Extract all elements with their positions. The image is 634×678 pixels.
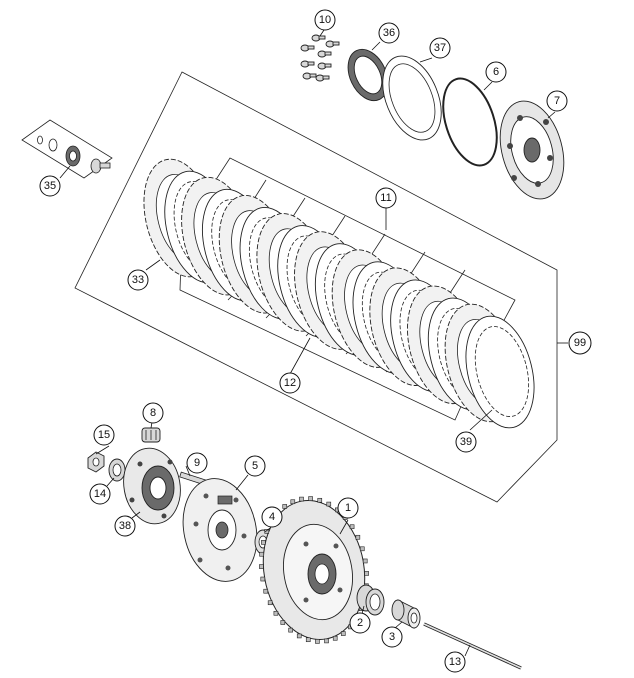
gear-tooth — [267, 600, 273, 606]
gear-tooth — [259, 564, 264, 569]
callout-5: 5 — [244, 455, 266, 477]
svg-text:39: 39 — [460, 436, 472, 448]
callout-8: 8 — [142, 402, 164, 424]
svg-text:5: 5 — [252, 460, 258, 472]
svg-text:1: 1 — [345, 502, 351, 514]
kit-outline-99 — [74, 71, 558, 503]
inner-clutch-hub-38 — [123, 447, 181, 525]
outer-clutch-basket-1 — [259, 496, 369, 644]
gear-tooth — [288, 627, 293, 633]
gear-tooth — [263, 588, 269, 594]
svg-text:33: 33 — [132, 274, 144, 286]
svg-text:7: 7 — [554, 95, 560, 107]
callout-11: 11 — [375, 187, 397, 209]
svg-text:37: 37 — [434, 42, 446, 54]
callout-7: 7 — [546, 90, 568, 112]
callout-14: 14 — [89, 483, 111, 505]
gear-tooth — [355, 534, 361, 540]
callout-4: 4 — [261, 506, 283, 528]
nut-15 — [87, 451, 105, 473]
callout-13: 13 — [444, 651, 466, 673]
gear-tooth — [340, 631, 346, 636]
svg-text:38: 38 — [119, 520, 131, 532]
gear-tooth — [315, 639, 320, 644]
svg-text:99: 99 — [574, 337, 586, 349]
callout-99: 99 — [568, 331, 592, 355]
pressure-spring-screws — [300, 34, 340, 82]
svg-text:14: 14 — [94, 488, 106, 500]
steel-plate — [465, 315, 535, 429]
needle-bearing-2 — [356, 584, 385, 616]
diaphragm-spring-36 — [347, 48, 389, 102]
leader-lines — [59, 29, 568, 657]
callout-2: 2 — [349, 612, 371, 634]
svg-text:13: 13 — [449, 656, 461, 668]
gear-tooth — [364, 571, 369, 576]
svg-text:4: 4 — [269, 511, 275, 523]
callout-39: 39 — [455, 431, 477, 453]
push-rod-13 — [423, 622, 522, 670]
clutch-plate-stack — [143, 158, 535, 429]
pressure-disc-37 — [382, 55, 442, 141]
callout-9: 9 — [186, 452, 208, 474]
gear-tooth — [259, 551, 264, 557]
gear-tooth — [290, 499, 296, 505]
gear-tooth — [273, 610, 279, 616]
callout-36: 36 — [378, 22, 400, 44]
needle-bearing-8 — [141, 427, 161, 443]
pressure-plate-5 — [182, 478, 258, 582]
callout-12: 12 — [279, 372, 301, 394]
gear-tooth — [324, 638, 329, 644]
gear-tooth — [296, 633, 302, 639]
gear-tooth — [305, 637, 311, 643]
gear-tooth — [280, 620, 286, 625]
svg-text:35: 35 — [44, 180, 56, 192]
callout-33: 33 — [127, 269, 149, 291]
svg-text:12: 12 — [284, 377, 296, 389]
bushing-3 — [391, 599, 421, 629]
callout-15: 15 — [93, 424, 115, 446]
gear-tooth — [332, 635, 338, 641]
callout-6: 6 — [485, 61, 507, 83]
callout-38: 38 — [114, 515, 136, 537]
gear-tooth — [261, 540, 266, 545]
svg-text:15: 15 — [98, 429, 110, 441]
callout-10: 10 — [314, 9, 336, 31]
callout-1: 1 — [337, 497, 359, 519]
callout-35: 35 — [39, 175, 61, 197]
gear-tooth — [359, 546, 365, 552]
gear-tooth — [349, 524, 355, 530]
gear-tooth — [317, 497, 323, 503]
svg-text:36: 36 — [383, 27, 395, 39]
retaining-ring-6 — [442, 77, 498, 167]
callout-37: 37 — [429, 37, 451, 59]
release-bearing-kit-35 — [21, 119, 113, 179]
gear-tooth — [282, 504, 288, 509]
pressure-cap-7 — [499, 100, 565, 200]
svg-text:2: 2 — [357, 617, 363, 629]
gear-tooth — [264, 529, 270, 534]
callout-3: 3 — [381, 626, 403, 648]
svg-text:10: 10 — [319, 14, 331, 26]
gear-tooth — [362, 558, 368, 564]
svg-text:3: 3 — [389, 631, 395, 643]
gear-tooth — [260, 576, 266, 582]
gear-tooth — [326, 501, 332, 507]
svg-text:8: 8 — [150, 407, 156, 419]
svg-text:9: 9 — [194, 457, 200, 469]
svg-text:6: 6 — [493, 66, 499, 78]
svg-text:11: 11 — [380, 192, 391, 204]
washer-14 — [108, 458, 126, 482]
gear-tooth — [308, 496, 313, 501]
gear-tooth — [299, 496, 304, 502]
